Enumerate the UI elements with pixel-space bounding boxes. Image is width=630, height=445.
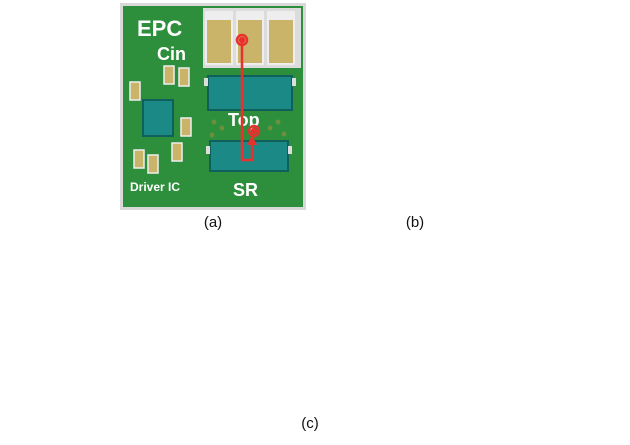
via [209, 132, 215, 138]
current-loop-a [235, 33, 261, 162]
brand-label: EPC [137, 16, 182, 41]
driver-ic-label: Driver IC [130, 180, 180, 194]
sr-fet-pin [288, 146, 292, 154]
input-capacitors [203, 8, 301, 68]
via [275, 119, 281, 125]
caption-c: (c) [301, 415, 319, 432]
current-path-return [240, 132, 257, 162]
caption-a: (a) [203, 214, 223, 231]
via-marker-sr [247, 124, 261, 138]
passive-7 [147, 154, 159, 174]
passive-5 [171, 142, 183, 162]
capacitor-1-cap-top [206, 12, 232, 20]
top-fet [204, 75, 296, 111]
top-fet-pin [204, 78, 208, 86]
via [211, 119, 217, 125]
passive-6 [133, 149, 145, 169]
passive-1 [163, 65, 175, 85]
passive-3 [129, 81, 141, 101]
via-marker-top [235, 33, 249, 47]
passive-4 [180, 117, 192, 137]
sr-fet-pin [206, 146, 210, 154]
via-field [209, 119, 287, 138]
top-fet-body [207, 75, 293, 111]
passive-2 [178, 67, 190, 87]
sr-label: SR [233, 180, 258, 200]
capacitor-3-cap-top [268, 12, 294, 20]
top-fet-pin [292, 78, 296, 86]
caption-b: (b) [405, 214, 425, 231]
driver-ic-chip [142, 99, 174, 137]
panel-a-pcb-top-view: EPC Cin Driver IC [120, 3, 306, 210]
capacitor-2-cap-top [237, 12, 263, 20]
driver-passives [129, 65, 192, 174]
sr-fet [206, 140, 292, 172]
via [267, 125, 273, 131]
sr-fet-body [209, 140, 289, 172]
cin-label: Cin [157, 44, 186, 64]
via-marker-sr-dot [250, 127, 258, 135]
top-label: Top [228, 110, 260, 130]
via [219, 125, 225, 131]
via-marker-top-dot [238, 36, 246, 44]
via [281, 131, 287, 137]
